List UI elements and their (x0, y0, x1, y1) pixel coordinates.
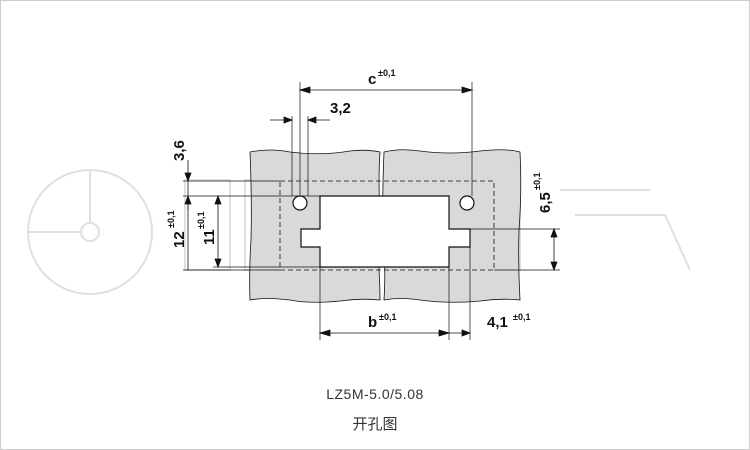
mount-hole-right (459, 195, 475, 211)
dim-right-height: 6,5 (537, 192, 554, 213)
dim-c: c (368, 71, 376, 88)
dim-outer-height-tolerance: ±0,1 (166, 211, 176, 228)
dim-right-width: 4,1 (487, 314, 508, 331)
footprint-outline (279, 180, 495, 271)
extension-lines (183, 82, 560, 340)
dim-outer-height: 12 (171, 231, 188, 248)
cutout-opening (300, 195, 471, 268)
caption-model: LZ5M-5.0/5.08 (326, 386, 424, 402)
dimension-labels: c ±0,1 3,2 3,6 12 ±0,1 11 ±0,1 6,5 ±0,1 … (166, 68, 554, 331)
dim-b-tolerance: ±0,1 (379, 312, 396, 322)
caption-title: 开孔图 (352, 416, 398, 433)
dim-right-width-tolerance: ±0,1 (513, 312, 530, 322)
dim-right-height-tolerance: ±0,1 (532, 173, 542, 190)
dim-hole-pitch: 3,2 (330, 100, 351, 117)
dimension-lines (184, 86, 558, 337)
dim-inner-height-tolerance: ±0,1 (196, 212, 206, 229)
dim-edge-top: 3,6 (171, 140, 188, 161)
dim-inner-height: 11 (201, 229, 218, 245)
mount-hole-left (292, 195, 308, 211)
dim-b: b (368, 314, 377, 331)
dim-c-tolerance: ±0,1 (378, 68, 395, 78)
